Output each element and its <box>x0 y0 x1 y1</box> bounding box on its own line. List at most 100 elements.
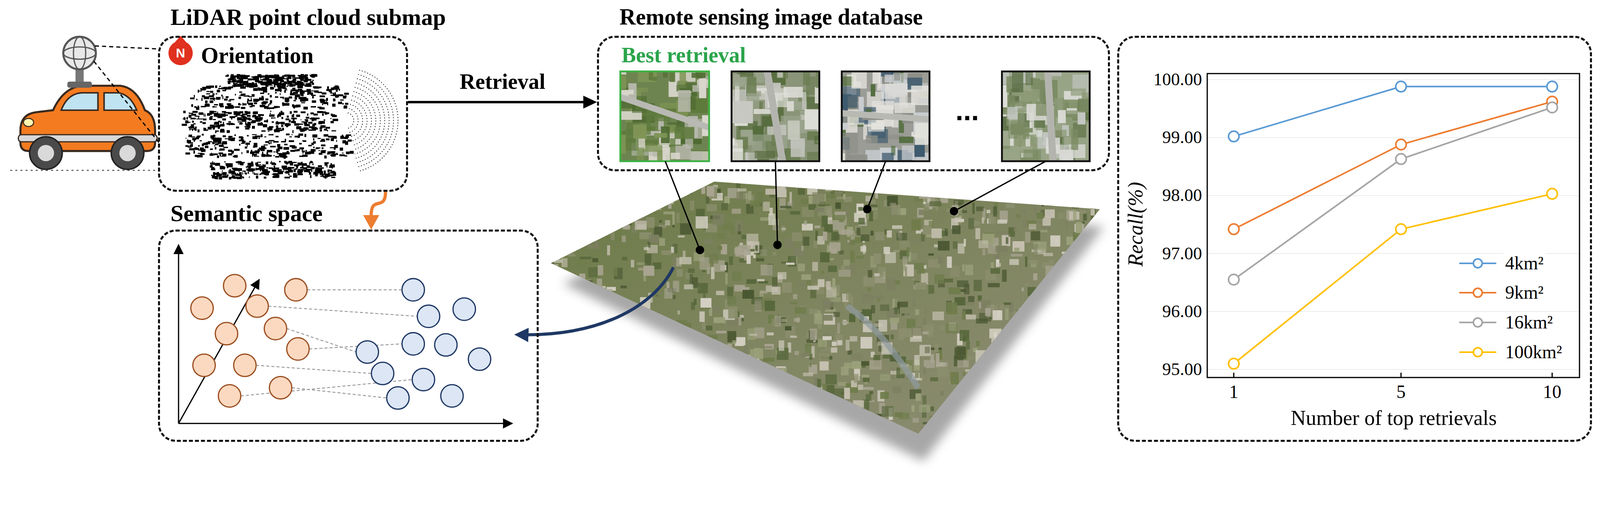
satellite-thumbnails <box>807 151 820 162</box>
satellite-map <box>567 385 580 389</box>
satellite-map <box>589 223 601 229</box>
satellite-map <box>1042 402 1051 408</box>
satellite-map <box>880 304 890 311</box>
satellite-map <box>645 367 655 376</box>
satellite-thumbnails <box>678 90 691 112</box>
satellite-map <box>734 219 743 232</box>
satellite-map <box>841 265 844 271</box>
semantic-space-plot <box>218 384 241 408</box>
satellite-map <box>877 298 881 303</box>
satellite-map <box>547 176 1106 449</box>
satellite-map <box>972 202 975 214</box>
satellite-map <box>672 280 680 292</box>
satellite-map <box>810 289 817 299</box>
satellite-map <box>1033 424 1040 434</box>
satellite-map <box>588 296 599 304</box>
satellite-map <box>672 375 680 382</box>
satellite-map <box>634 220 647 230</box>
satellite-map <box>687 191 692 194</box>
satellite-map <box>788 389 800 402</box>
satellite-map <box>667 392 678 398</box>
satellite-thumbnails <box>1078 98 1090 113</box>
satellite-map <box>561 258 568 268</box>
satellite-thumbnails <box>1058 110 1067 124</box>
satellite-map <box>755 244 758 251</box>
satellite-map <box>1003 302 1012 306</box>
satellite-map <box>595 428 602 435</box>
satellite-map <box>1015 415 1027 419</box>
satellite-map <box>992 206 997 217</box>
satellite-map <box>665 354 674 360</box>
satellite-map <box>858 207 864 211</box>
satellite-map <box>755 393 760 403</box>
satellite-map <box>570 407 579 413</box>
satellite-map <box>1018 308 1024 319</box>
satellite-map <box>1094 197 1105 206</box>
satellite-map <box>584 280 593 288</box>
satellite-map <box>574 356 583 365</box>
satellite-map <box>650 386 654 396</box>
satellite-map <box>659 219 662 223</box>
satellite-map <box>754 327 765 339</box>
satellite-map <box>1076 200 1090 205</box>
satellite-map <box>845 205 850 216</box>
satellite-map <box>720 420 732 423</box>
satellite-map <box>673 349 678 356</box>
satellite-map <box>583 380 587 384</box>
satellite-map <box>548 258 554 264</box>
satellite-map <box>1015 319 1023 327</box>
satellite-map <box>994 395 1006 405</box>
satellite-map <box>948 420 958 425</box>
satellite-map <box>957 360 969 368</box>
satellite-thumbnails <box>841 113 930 120</box>
satellite-map <box>1089 219 1098 228</box>
satellite-map <box>922 226 932 235</box>
satellite-map <box>736 400 749 409</box>
satellite-map <box>946 302 958 315</box>
satellite-map <box>609 367 622 379</box>
satellite-map <box>664 424 670 431</box>
satellite-map <box>1045 352 1053 364</box>
satellite-map <box>928 253 934 256</box>
semantic-space-plot <box>268 305 418 316</box>
satellite-map <box>1013 426 1020 438</box>
satellite-map <box>863 387 874 390</box>
satellite-thumbnails <box>620 96 710 128</box>
satellite-map <box>802 422 815 425</box>
satellite-map <box>626 406 637 416</box>
satellite-map <box>841 366 849 376</box>
satellite-map <box>1027 386 1030 393</box>
satellite-map <box>563 210 567 215</box>
satellite-map <box>894 412 903 417</box>
satellite-map <box>651 193 661 201</box>
satellite-map <box>608 209 615 217</box>
satellite-thumbnails <box>1071 129 1079 151</box>
satellite-map <box>673 424 677 428</box>
satellite-map <box>1071 414 1080 425</box>
satellite-map <box>911 278 915 281</box>
satellite-map <box>914 370 919 379</box>
satellite-map <box>960 408 971 414</box>
satellite-map <box>738 188 747 192</box>
sensor-leader-lines <box>93 61 159 143</box>
satellite-map <box>964 188 970 196</box>
satellite-map <box>766 332 774 336</box>
thumbnail-leader-lines <box>773 241 782 249</box>
satellite-map <box>683 370 688 382</box>
satellite-thumbnails <box>885 83 908 106</box>
car-with-lidar <box>37 144 55 162</box>
satellite-map <box>738 244 751 255</box>
satellite-map <box>643 265 655 276</box>
satellite-map <box>1062 364 1071 376</box>
satellite-map <box>611 418 624 421</box>
satellite-map <box>1028 186 1033 190</box>
satellite-map <box>737 373 745 378</box>
satellite-map <box>957 243 965 254</box>
satellite-map <box>802 236 810 247</box>
satellite-map <box>1016 309 1024 315</box>
satellite-map <box>560 307 571 319</box>
satellite-map <box>822 231 828 241</box>
satellite-map <box>567 253 576 257</box>
satellite-map <box>835 202 842 210</box>
satellite-map <box>734 427 744 434</box>
